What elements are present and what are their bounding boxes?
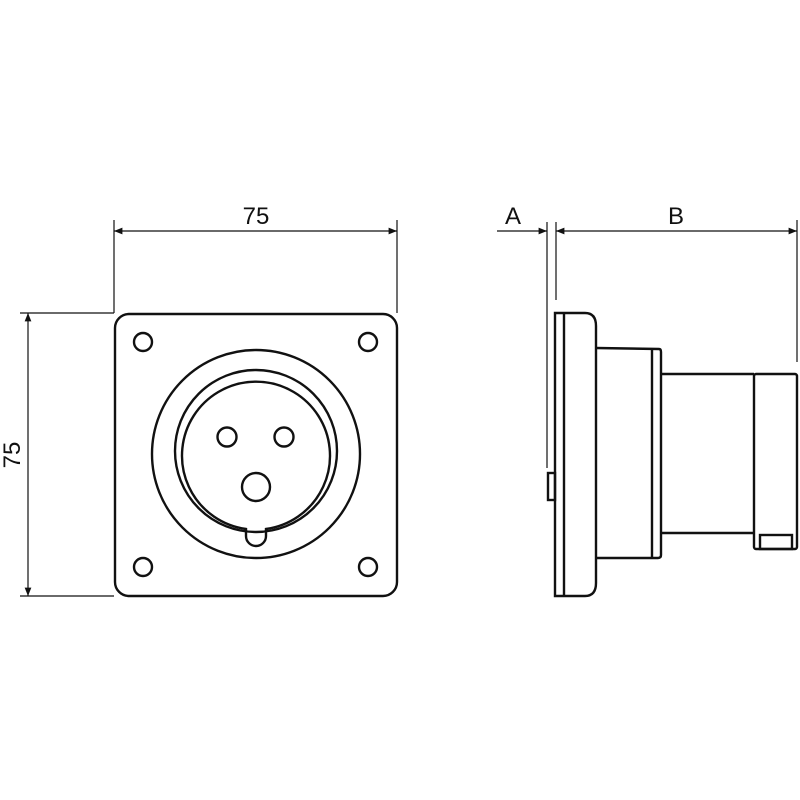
- side-tab: [546, 471, 557, 502]
- dimension-b-label: B: [668, 203, 684, 230]
- pin-hole: [216, 426, 238, 448]
- pin-hole: [273, 426, 295, 448]
- earth-pin-hole: [240, 471, 272, 503]
- socket-ring-outer: [173, 368, 339, 534]
- body-shaft: [661, 372, 754, 535]
- cap-latch: [758, 533, 794, 551]
- height-dimension-label: 75: [0, 442, 26, 469]
- mounting-hole: [132, 331, 154, 353]
- socket-ring-inner-with-key: [180, 380, 332, 548]
- rear-cap: [752, 372, 799, 551]
- mounting-hole: [132, 556, 154, 578]
- body-collar: [595, 346, 663, 560]
- mounting-hole: [357, 556, 379, 578]
- dimension-a-label: A: [505, 203, 521, 230]
- width-dimension-label: 75: [243, 203, 270, 230]
- mounting-plate: [113, 312, 399, 598]
- front-view: 75 75: [0, 203, 399, 598]
- flange: [553, 311, 598, 598]
- mounting-hole: [357, 331, 379, 353]
- outer-ring: [150, 348, 362, 560]
- side-view: A B: [497, 203, 799, 598]
